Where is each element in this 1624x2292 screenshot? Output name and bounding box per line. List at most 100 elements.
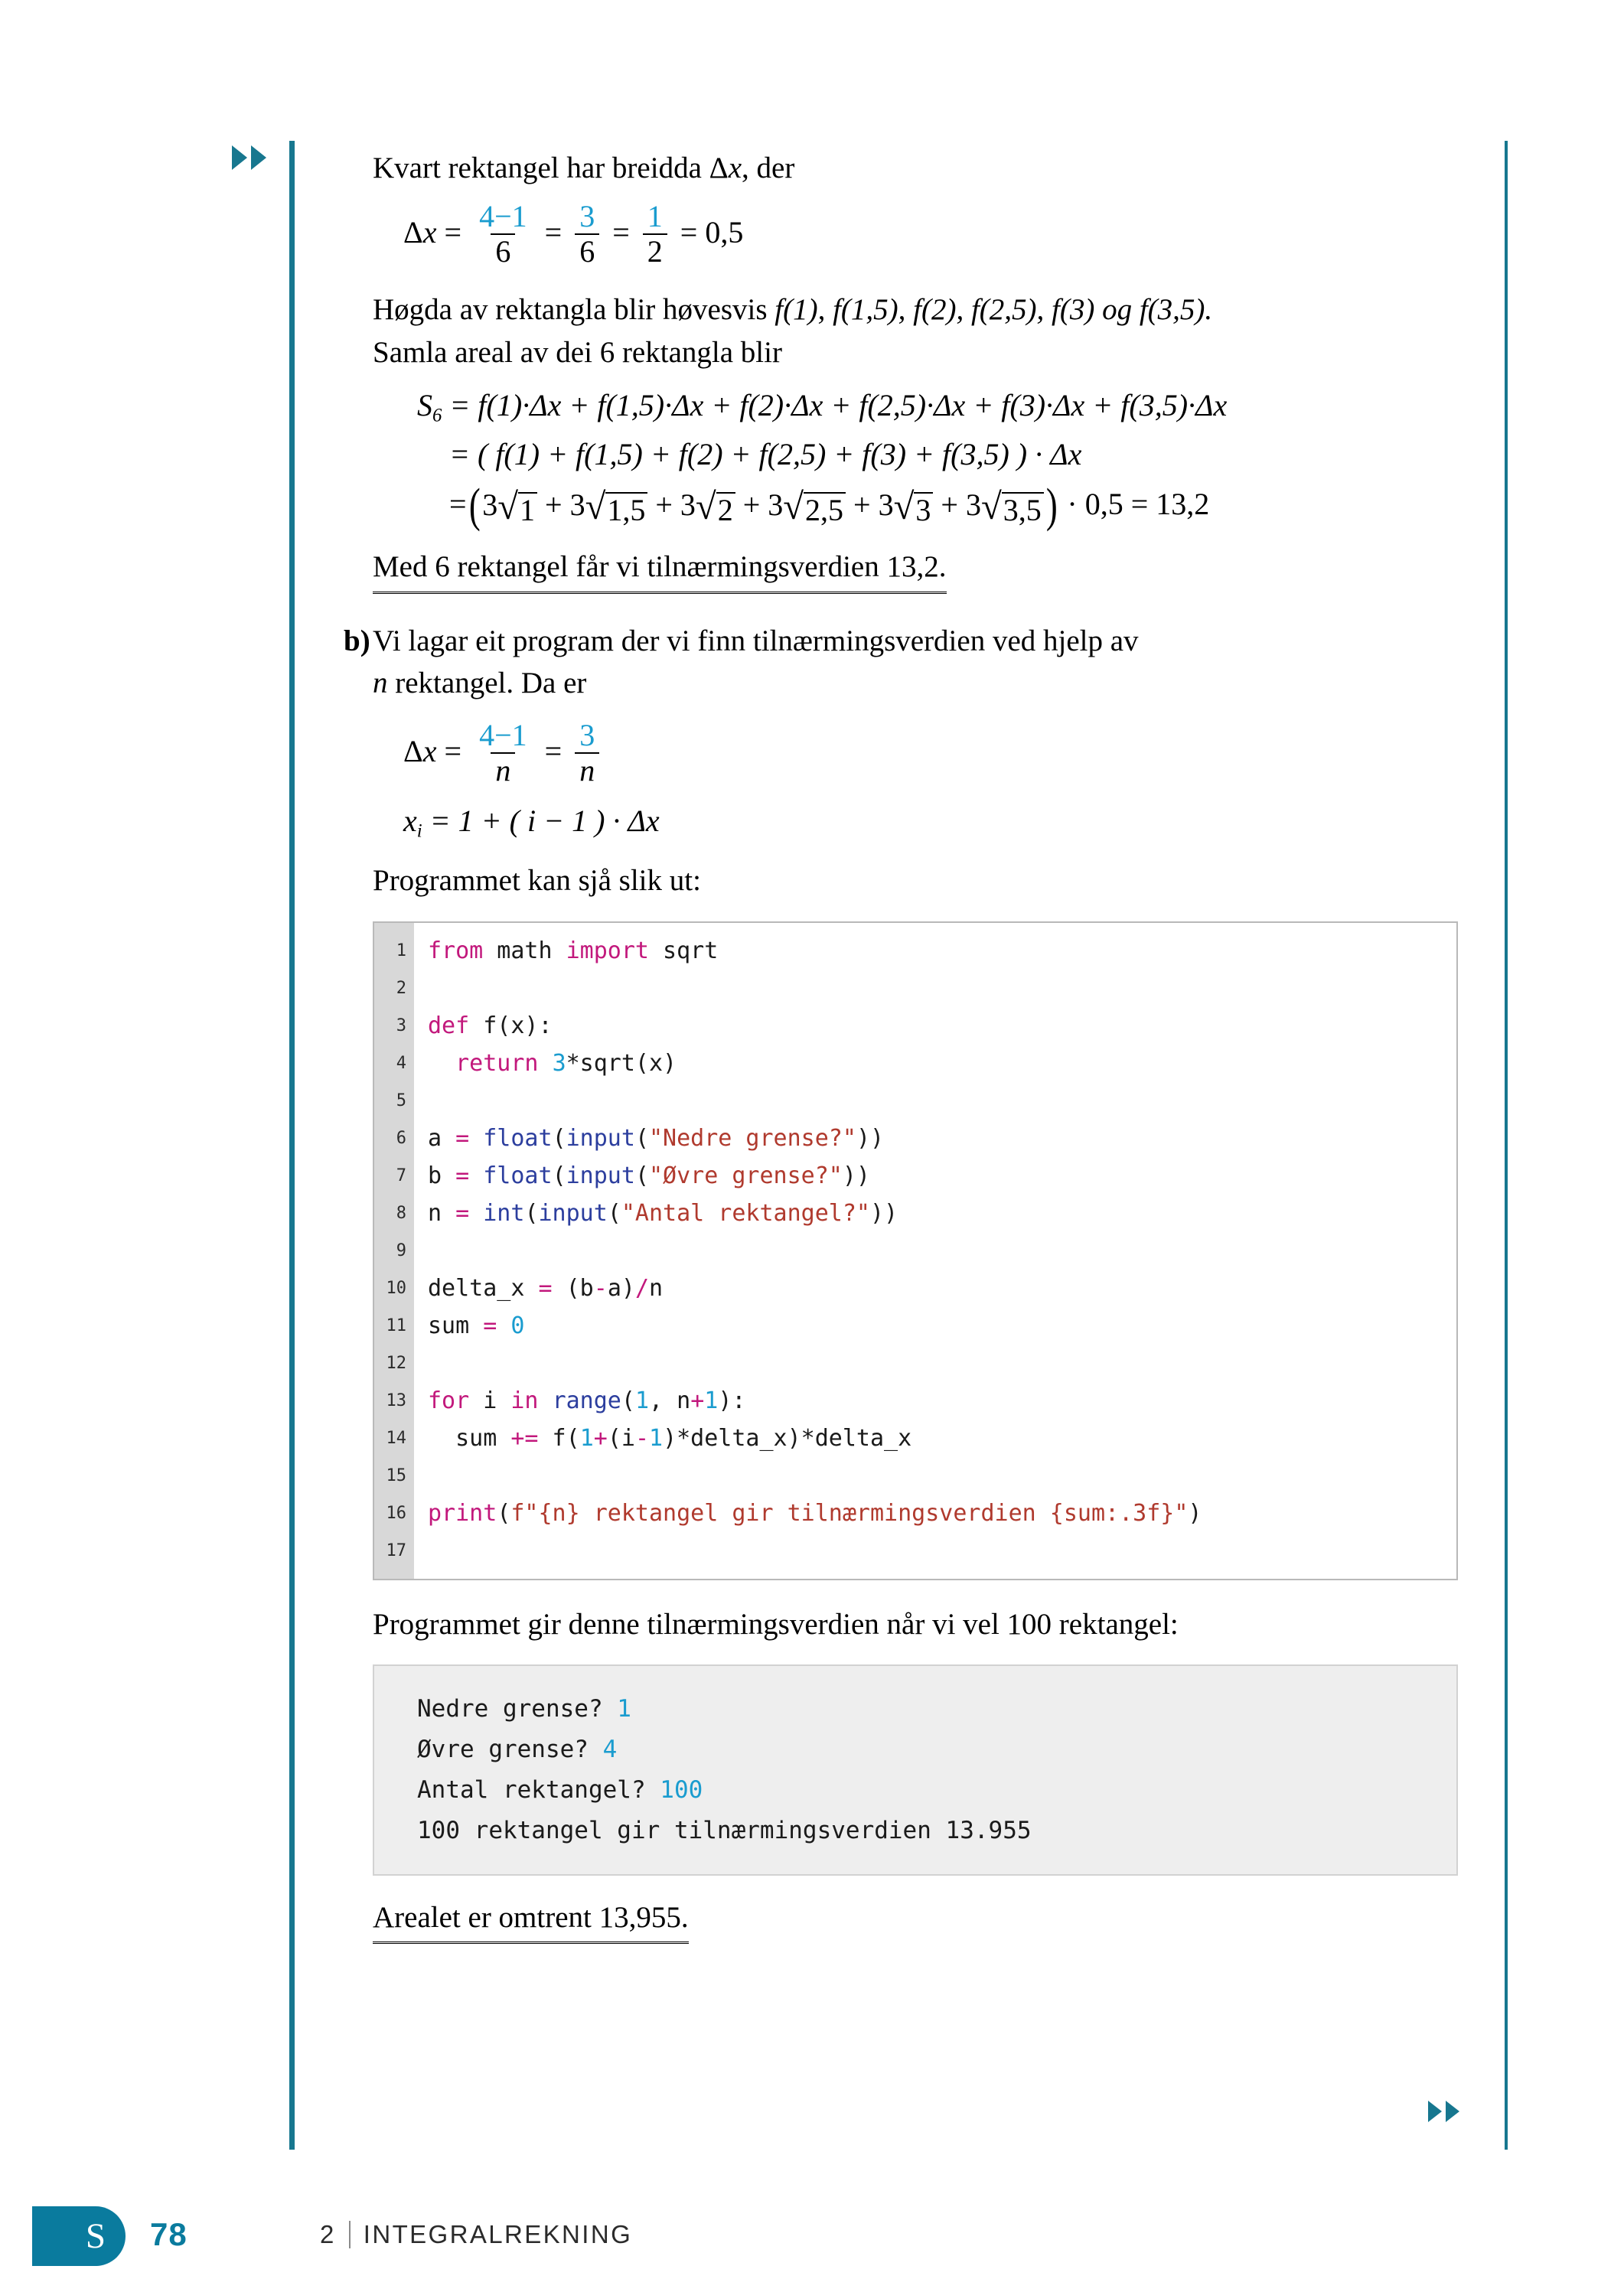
output-prompt-line: Nedre grense? 1 <box>417 1689 1456 1730</box>
output-prompt-text: Antal rektangel? <box>417 1775 660 1804</box>
code-token-kw: in <box>510 1387 539 1415</box>
function-values-list: f(1), f(1,5), f(2), f(2,5), f(3) og f(3,… <box>774 293 1213 327</box>
code-token-op: + <box>690 1387 705 1415</box>
code-token-pl: a) <box>607 1275 635 1302</box>
continuation-arrows-top <box>232 145 266 170</box>
code-token-pl: ) <box>1188 1500 1202 1527</box>
sum-line-3: =(3√1 + 3√1,5 + 3√2 + 3√2,5 + 3√3 + 3√3,… <box>449 480 1210 533</box>
code-token-pl <box>497 1312 510 1339</box>
conclusion-b: Arealet er omtrent 13,955. <box>373 1899 689 1945</box>
fraction-3-over-n: 3 n <box>575 719 600 786</box>
intro-prefix: Kvart rektangel har breidda <box>373 152 709 184</box>
code-token-kw: return <box>455 1050 539 1078</box>
code-token-pl: sum <box>428 1425 511 1452</box>
sqrt-expression: 3√1 + 3√1,5 + 3√2 + 3√2,5 + 3√3 + 3√3,5 <box>482 487 1044 525</box>
page-content: Kvart rektangel har breidda Δx, der Δx =… <box>344 147 1482 1973</box>
intro-suffix: , der <box>742 152 795 184</box>
code-line: sum += f(1+(i-1)*delta_x)*delta_x <box>428 1420 1456 1457</box>
fraction-1-over-2: 1 2 <box>642 201 667 267</box>
code-token-pl: )) <box>856 1125 885 1153</box>
code-token-fn: float <box>483 1162 553 1190</box>
code-line-number: 5 <box>396 1091 406 1111</box>
code-line: return 3*sqrt(x) <box>428 1045 1456 1082</box>
right-accent-rule <box>1505 141 1508 2150</box>
output-user-input-value: 4 <box>602 1735 618 1763</box>
output-prompt-line: Antal rektangel? 100 <box>417 1770 1456 1811</box>
code-token-pl: ): <box>718 1387 746 1415</box>
code-token-pl: ( <box>497 1500 511 1527</box>
sum-expansion: = f(1)·Δx + f(1,5)·Δx + f(2)·Δx + f(2,5)… <box>449 388 1228 423</box>
code-line-number: 14 <box>386 1429 407 1449</box>
code-token-pl: f(x): <box>469 1012 553 1040</box>
footer-chapter-number: 2 <box>320 2220 336 2248</box>
code-token-op: += <box>510 1425 539 1452</box>
code-token-num: 3 <box>552 1050 566 1078</box>
code-token-pl: delta_x <box>428 1275 539 1302</box>
code-token-pl: ( <box>621 1387 635 1415</box>
total-area-sentence: Samla areal av dei 6 rektangla blir <box>373 335 782 369</box>
code-token-kw: import <box>566 937 649 965</box>
code-line <box>428 1082 1456 1120</box>
code-line <box>428 1232 1456 1270</box>
code-line-number: 8 <box>396 1204 406 1224</box>
code-token-pl: ( <box>634 1162 649 1190</box>
code-token-pl <box>539 1387 553 1414</box>
sum-line-1: S6 = f(1)·Δx + f(1,5)·Δx + f(2)·Δx + f(2… <box>417 390 1482 425</box>
code-line <box>428 1345 1456 1382</box>
eq-sign: = <box>612 215 630 250</box>
eq-sign: = <box>444 215 462 250</box>
code-line-number: 3 <box>396 1016 406 1036</box>
code-line: from math import sqrt <box>428 932 1456 970</box>
code-token-op: = <box>483 1312 497 1340</box>
code-line-number: 15 <box>386 1466 407 1486</box>
output-intro-sentence: Programmet gir denne tilnærmingsverdien … <box>373 1608 1179 1642</box>
code-token-kw: def <box>428 1012 470 1040</box>
code-token-op: = <box>455 1200 470 1228</box>
code-token-pl: math <box>483 937 566 965</box>
code-token-fn: input <box>566 1162 635 1190</box>
code-token-op: + <box>593 1425 608 1452</box>
code-token-fn: input <box>566 1125 635 1153</box>
output-user-input-value: 100 <box>660 1775 703 1804</box>
code-token-pl <box>428 1050 455 1077</box>
code-token-pl: ( <box>524 1200 539 1228</box>
play-arrow-icon <box>1446 2101 1459 2122</box>
play-arrow-icon <box>232 145 247 170</box>
code-line: print(f"{n} rektangel gir tilnærmingsver… <box>428 1495 1456 1532</box>
conclusion-a: Med 6 rektangel får vi tilnærmingsverdie… <box>373 548 947 595</box>
code-token-pl: i <box>469 1387 511 1415</box>
code-token-fn: float <box>483 1125 553 1153</box>
code-line: delta_x = (b-a)/n <box>428 1270 1456 1307</box>
delta-x-result: 0,5 <box>705 215 744 250</box>
code-token-pl <box>539 1050 553 1077</box>
sqrt-term: 3√1,5 <box>570 487 648 526</box>
play-arrow-icon <box>1428 2101 1442 2122</box>
code-line-number: 13 <box>386 1391 407 1411</box>
footer-chapter: 2 INTEGRALREKNING <box>320 2220 632 2249</box>
eq-sign: = <box>680 215 698 250</box>
output-prompt-line: Øvre grense? 4 <box>417 1730 1456 1770</box>
code-token-op: - <box>593 1275 608 1302</box>
footer-divider <box>348 2221 351 2248</box>
code-line: def f(x): <box>428 1007 1456 1045</box>
conclusion-b-wrapper: Arealet er omtrent 13,955. <box>373 1899 1482 1945</box>
intro-sentence: Kvart rektangel har breidda Δx, der <box>373 152 795 184</box>
footer-page-number: 78 <box>150 2216 188 2252</box>
code-line-number: 10 <box>386 1279 407 1299</box>
code-token-kw: from <box>428 937 484 965</box>
code-token-pl: (b <box>552 1275 594 1302</box>
code-line-number: 11 <box>386 1316 407 1336</box>
code-token-pl <box>469 1125 483 1152</box>
code-token-pl: b <box>428 1162 456 1190</box>
code-line: a = float(input("Nedre grense?")) <box>428 1120 1456 1157</box>
item-b-line-2: n rektangel. Da er <box>373 667 587 700</box>
code-source-area[interactable]: from math import sqrt def f(x): return 3… <box>414 923 1456 1579</box>
code-token-pl: ( <box>552 1125 566 1153</box>
sqrt-term: 3√3,5 <box>966 487 1044 526</box>
output-prompt-text: Nedre grense? <box>417 1694 618 1723</box>
code-token-kw: print <box>428 1500 497 1527</box>
code-line <box>428 1532 1456 1570</box>
code-line-number: 9 <box>396 1241 406 1261</box>
